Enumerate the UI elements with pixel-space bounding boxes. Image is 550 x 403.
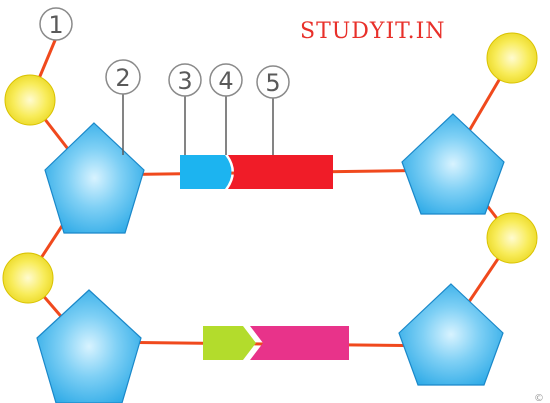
label-number-5: 5 xyxy=(265,69,280,97)
base-green xyxy=(203,326,256,360)
base-pair-upper xyxy=(180,155,333,189)
label-number-2: 2 xyxy=(115,64,130,92)
sugar-pentagon-lower-left xyxy=(36,289,142,403)
sugar-pentagon-upper-left xyxy=(44,122,145,234)
phosphate-circle-lower-left xyxy=(2,252,54,304)
label-number-1: 1 xyxy=(48,11,63,39)
base-red xyxy=(228,155,333,189)
base-blue xyxy=(180,155,232,189)
label-circle-5 xyxy=(256,65,290,99)
label-circle-2 xyxy=(105,59,141,95)
phosphates xyxy=(2,32,538,304)
phosphate-circle-upper-left xyxy=(4,74,56,126)
phosphate-circle-lower-right xyxy=(486,212,538,264)
base-pink xyxy=(250,326,349,360)
label-circle-3 xyxy=(168,63,202,97)
copyright-fragment: © xyxy=(534,393,544,403)
label-numbers: 1 2 3 4 5 xyxy=(48,11,280,97)
label-circle-1 xyxy=(39,7,73,41)
sugar-pentagon-upper-right xyxy=(401,113,505,215)
phosphate-circle-upper-right xyxy=(486,32,538,84)
label-circle-4 xyxy=(209,63,243,97)
label-leaders xyxy=(122,94,274,155)
label-number-3: 3 xyxy=(177,67,192,95)
label-circles xyxy=(39,7,290,99)
sugar-pentagon-lower-right xyxy=(398,283,504,386)
sugars xyxy=(36,113,505,403)
base-pair-lower xyxy=(203,326,349,360)
label-number-4: 4 xyxy=(218,67,233,95)
watermark-text: STUDYIT.IN xyxy=(300,19,446,44)
